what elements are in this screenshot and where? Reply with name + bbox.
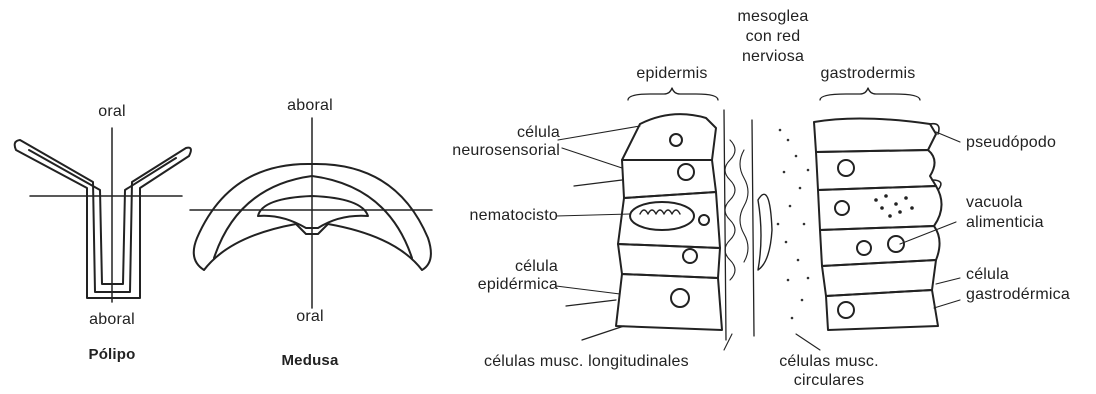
label-gastro-1: célula — [966, 266, 1009, 284]
header-gastrodermis: gastrodermis — [821, 65, 916, 83]
medusa-figure — [190, 118, 432, 308]
polyp-label-aboral: aboral — [89, 311, 135, 329]
label-neuro-2: neurosensorial — [452, 142, 560, 160]
tissue-section — [556, 88, 960, 350]
header-mesoglea-2: con red — [746, 28, 801, 46]
label-circulares-2: circulares — [794, 372, 864, 390]
medusa-label-oral: oral — [296, 308, 323, 326]
label-circulares-1: células musc. — [779, 353, 879, 371]
label-vacuola-2: alimenticia — [966, 214, 1044, 232]
label-vacuola-1: vacuola — [966, 194, 1023, 212]
polyp-label-oral: oral — [98, 103, 125, 121]
label-epid-1: célula — [515, 258, 558, 276]
label-nematocisto: nematocisto — [470, 207, 558, 225]
label-neuro-1: célula — [517, 124, 560, 142]
header-mesoglea-3: nerviosa — [742, 48, 804, 66]
label-pseudopodo: pseudópodo — [966, 134, 1056, 152]
header-epidermis: epidermis — [636, 65, 707, 83]
label-epid-2: epidérmica — [478, 276, 558, 294]
label-gastro-2: gastrodérmica — [966, 286, 1070, 304]
medusa-label-aboral: aboral — [287, 97, 333, 115]
medusa-caption: Medusa — [281, 352, 338, 370]
label-longitudinales: células musc. longitudinales — [484, 353, 689, 371]
header-mesoglea-1: mesoglea — [738, 8, 809, 26]
polyp-figure — [15, 128, 191, 302]
polyp-caption: Pólipo — [88, 346, 135, 364]
